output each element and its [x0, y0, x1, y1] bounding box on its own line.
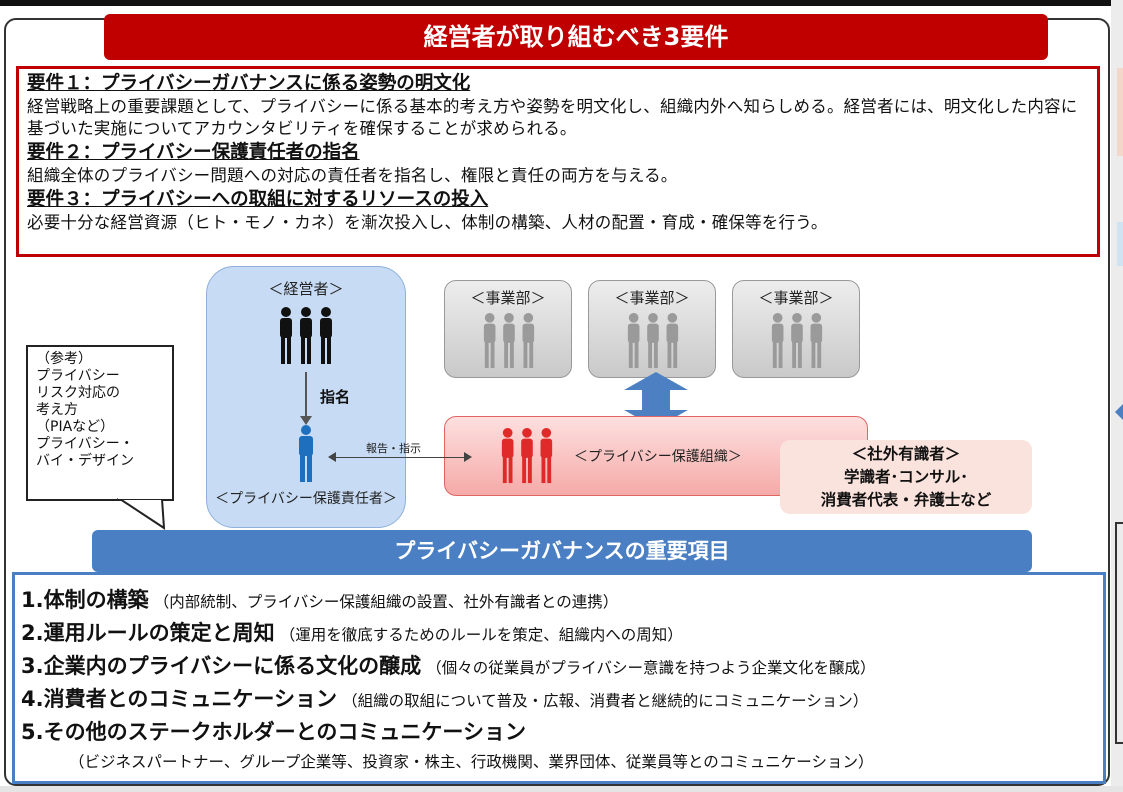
business-people-icon	[771, 312, 823, 369]
requirements-box: 要件１：プライバシーガバナンスに係る姿勢の明文化 経営戦略上の重要課題として、プ…	[16, 66, 1100, 257]
report-arrow-line	[332, 457, 464, 458]
requirement-1-text: 経営戦略上の重要課題として、プライバシーに係る基本的考え方や姿勢を明文化し、組織…	[27, 97, 1078, 138]
callout-line: 考え方	[36, 402, 78, 418]
top-edge-bar	[0, 0, 1123, 6]
right-edge-arrow-icon	[1115, 404, 1123, 420]
callout-line: プライバシー・	[36, 436, 134, 452]
governance-item: 2.運用ルールの策定と周知 （運用を徹底するためのルールを策定、組織内への周知）	[21, 618, 1103, 651]
page-title: 経営者が取り組むべき3要件	[104, 14, 1048, 60]
callout-line: バイ・デザイン	[36, 453, 134, 469]
callout-tail	[116, 494, 168, 530]
privacy-people-icon	[501, 427, 553, 484]
experts-title: ＜社外有識者＞	[851, 445, 961, 463]
business-unit-label: ＜事業部＞	[470, 289, 546, 307]
callout-line: リスク対応の	[36, 385, 120, 401]
reference-callout: （参考） プライバシー リスク対応の 考え方 （PIAなど） プライバシー・ バ…	[26, 345, 174, 501]
report-arrow-head-left	[328, 452, 336, 462]
callout-line: （PIAなど）	[36, 419, 115, 435]
right-edge-tab-blue	[1117, 222, 1123, 266]
governance-item-title: 4.消費者とのコミュニケーション	[21, 687, 337, 711]
report-arrow-head-right	[464, 452, 472, 462]
callout-line: プライバシー	[36, 368, 120, 384]
experts-line-2: 消費者代表・弁護士など	[820, 491, 992, 509]
governance-item-title: 3.企業内のプライバシーに係る文化の醸成	[21, 654, 422, 678]
requirement-1-title: 要件１：プライバシーガバナンスに係る姿勢の明文化	[27, 73, 471, 94]
governance-item-5-desc: （ビジネスパートナー、グループ企業等、投資家・株主、行政機関、業界団体、従業員等…	[69, 753, 874, 771]
governance-item-title: 5.その他のステークホルダーとのコミュニケーション	[21, 720, 526, 744]
governance-item-desc: （運用を徹底するためのルールを策定、組織内への周知）	[279, 626, 683, 644]
business-people-icon	[483, 312, 535, 369]
callout-line: （参考）	[36, 351, 92, 367]
officer-person-icon	[299, 425, 313, 482]
business-unit-2: ＜事業部＞	[588, 280, 716, 378]
requirement-3-text: 必要十分な経営資源（ヒト・モノ・カネ）を漸次投入し、体制の構築、人材の配置・育成…	[27, 213, 828, 232]
business-unit-label: ＜事業部＞	[614, 289, 690, 307]
right-edge-box	[1115, 522, 1123, 744]
requirement-3-title: 要件３：プライバシーへの取組に対するリソースの投入	[27, 189, 489, 210]
privacy-organization-label: ＜プライバシー保護組織＞	[574, 449, 742, 465]
appoint-arrow-head	[300, 416, 312, 425]
governance-item: 5.その他のステークホルダーとのコミュニケーション	[21, 717, 1103, 749]
business-unit-1: ＜事業部＞	[444, 280, 572, 378]
governance-item-title: 1.体制の構築	[21, 588, 149, 612]
requirement-2-text: 組織全体のプライバシー問題への対応の責任者を指名し、権限と責任の両方を与える。	[27, 166, 678, 185]
report-label: 報告・指示	[366, 442, 421, 455]
executive-people-icon	[280, 307, 332, 364]
governance-item-desc: （内部統制、プライバシー保護組織の設置、社外有識者との連携）	[153, 593, 619, 611]
double-arrow-icon	[624, 372, 688, 428]
right-edge-panel	[1111, 0, 1123, 792]
officer-label: ＜プライバシー保護責任者＞	[215, 491, 397, 507]
appoint-arrow-line	[305, 372, 307, 422]
appoint-label: 指名	[320, 388, 351, 406]
governance-items-box: 1.体制の構築 （内部統制、プライバシー保護組織の設置、社外有識者との連携） 2…	[12, 572, 1106, 784]
governance-header: プライバシーガバナンスの重要項目	[92, 530, 1032, 572]
requirement-2-title: 要件２：プライバシー保護責任者の指名	[27, 142, 360, 163]
business-people-icon	[627, 312, 679, 369]
governance-item: 3.企業内のプライバシーに係る文化の醸成 （個々の従業員がプライバシー意識を持つ…	[21, 651, 1103, 684]
governance-item: 4.消費者とのコミュニケーション （組織の取組について普及・広報、消費者と継続的…	[21, 684, 1103, 717]
experts-line-1: 学識者･コンサル･	[843, 468, 968, 486]
external-experts-box: ＜社外有識者＞ 学識者･コンサル･ 消費者代表・弁護士など	[780, 440, 1032, 514]
bottom-edge-strip	[0, 786, 1123, 792]
governance-item-desc: （個々の従業員がプライバシー意識を持つよう企業文化を醸成）	[426, 659, 876, 677]
governance-item-desc: （組織の取組について普及・広報、消費者と継続的にコミュニケーション）	[342, 692, 869, 710]
business-unit-3: ＜事業部＞	[732, 280, 860, 378]
governance-item-title: 2.運用ルールの策定と周知	[21, 621, 275, 645]
governance-item: 1.体制の構築 （内部統制、プライバシー保護組織の設置、社外有識者との連携）	[21, 585, 1103, 618]
business-unit-label: ＜事業部＞	[758, 289, 834, 307]
executive-label: ＜経営者＞	[268, 280, 344, 298]
right-edge-tab-orange	[1117, 68, 1123, 156]
